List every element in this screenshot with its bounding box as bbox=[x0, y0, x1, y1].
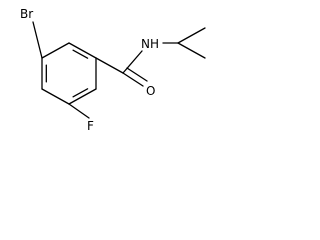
bond-ch-methyl-2 bbox=[177, 42, 206, 59]
ring-bond-1 bbox=[68, 42, 97, 59]
ring-inner-bond-2 bbox=[72, 88, 89, 98]
ring-bond-3 bbox=[68, 88, 97, 105]
chemical-structure: Br F NH O bbox=[20, 7, 206, 133]
bond-ring-fluorine bbox=[68, 103, 90, 119]
carbonyl-double-bond-2 bbox=[126, 67, 148, 82]
carbonyl-double-bond-1 bbox=[122, 72, 144, 87]
atom-nitrogen-h: NH bbox=[141, 37, 159, 51]
atom-fluorine: F bbox=[87, 119, 94, 133]
benzene-ring bbox=[41, 42, 97, 105]
bond-carbonyl-nitrogen bbox=[122, 50, 143, 74]
bond-ch-methyl-1 bbox=[177, 27, 206, 44]
ring-bond-4 bbox=[41, 88, 70, 105]
ring-inner-bond-1 bbox=[72, 49, 89, 59]
bond-ring-bromine bbox=[32, 21, 43, 59]
bond-ring-carbonyl bbox=[95, 57, 124, 74]
atom-oxygen: O bbox=[146, 84, 155, 98]
ring-bond-6 bbox=[41, 42, 70, 59]
atom-bromine: Br bbox=[20, 7, 33, 21]
